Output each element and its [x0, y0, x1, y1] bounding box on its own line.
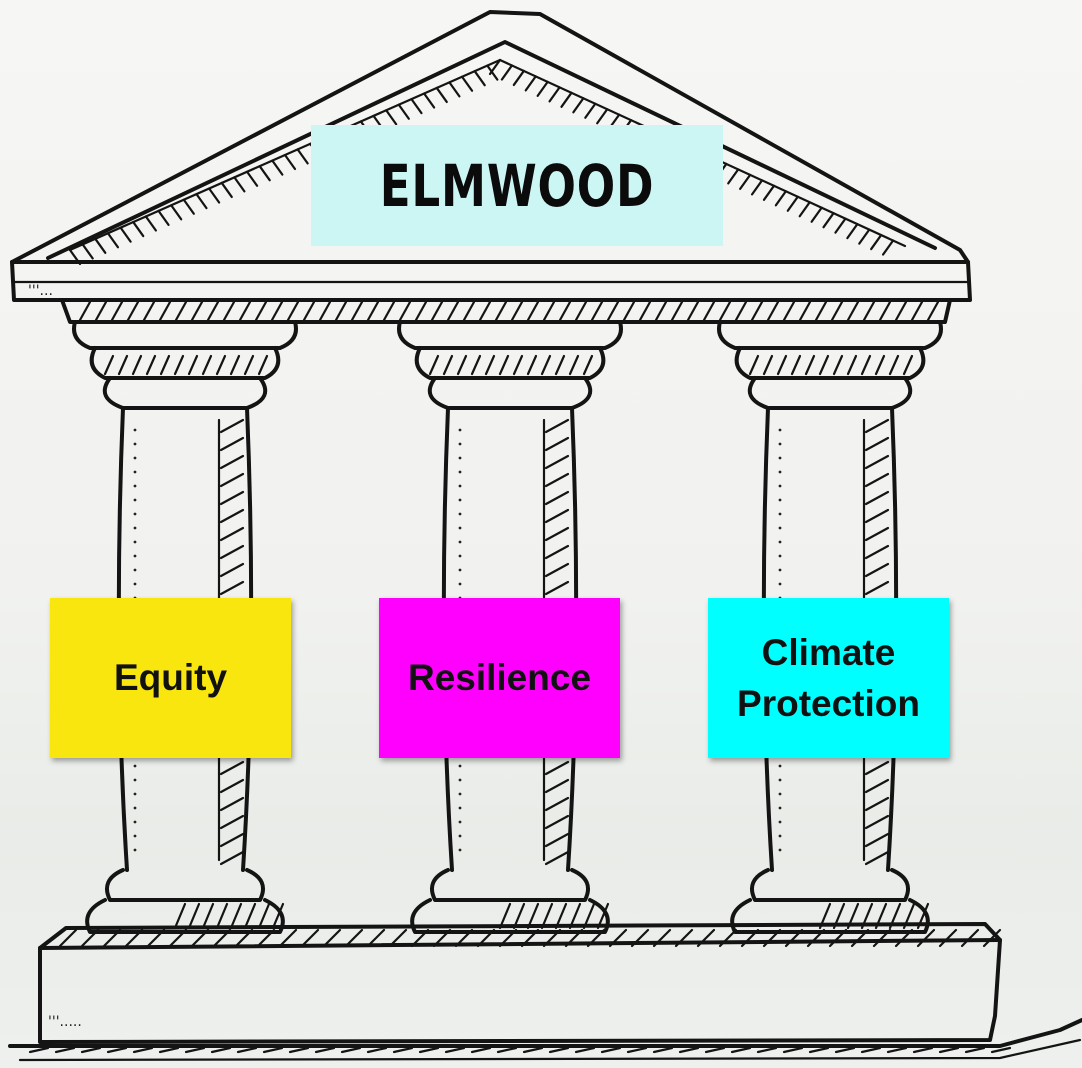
pediment: '''...	[10, 10, 972, 324]
entablature-hatching	[78, 300, 940, 322]
pillar-label-equity: Equity	[113, 657, 228, 699]
pillar-label-resilience: Resilience	[407, 657, 592, 699]
pillar-note-climate-protection: Climate Protection	[708, 598, 949, 758]
base-hatching	[28, 928, 1012, 1054]
svg-text:'''...: '''...	[28, 283, 53, 299]
pillar-note-resilience: Resilience	[379, 598, 620, 758]
temple-base: '''.....	[8, 922, 1082, 1062]
pillar-note-equity: Equity	[50, 598, 291, 758]
title-box: ELMWOOD	[311, 125, 723, 246]
svg-text:'''.....: '''.....	[48, 1014, 82, 1030]
building-title: ELMWOOD	[379, 151, 655, 220]
pillar-label-climate-protection: Climate Protection	[737, 631, 920, 724]
